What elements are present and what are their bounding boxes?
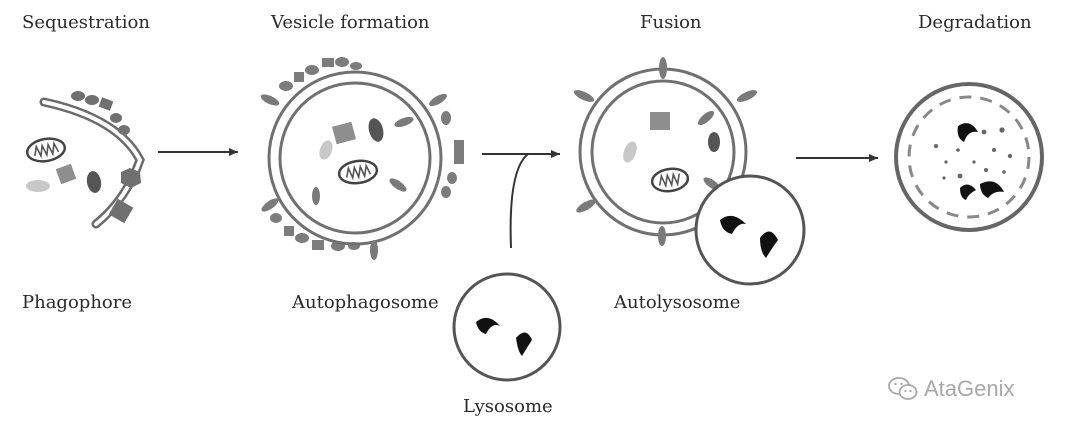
fused-lysosome — [694, 174, 806, 286]
hydrolase-enzyme — [760, 231, 778, 258]
cargo-square — [650, 112, 670, 130]
cargo-square — [332, 121, 356, 145]
caption-autophagosome: Autophagosome — [292, 292, 439, 313]
autophagosome — [260, 57, 464, 260]
degradation-debris — [934, 127, 1013, 180]
autophagosome-inner-membrane — [278, 81, 432, 235]
caption-phagophore: Phagophore — [22, 292, 133, 313]
phagophore — [25, 91, 145, 229]
mitochondrion — [337, 159, 379, 185]
hydrolase-enzyme — [957, 123, 978, 142]
hydrolase-enzyme — [516, 332, 532, 356]
autolysosome-inner-membrane — [590, 79, 736, 225]
lysosome — [452, 272, 562, 382]
caption-lysosome: Lysosome — [463, 396, 553, 417]
hydrolase-enzyme — [980, 181, 1004, 198]
stage-title-degradation: Degradation — [918, 12, 1032, 33]
autolysosome — [573, 57, 806, 286]
wechat-icon — [888, 377, 918, 400]
hydrolase-enzyme — [476, 317, 500, 334]
autophagosome-outer-membrane — [267, 70, 443, 246]
cargo-dark-oval — [708, 132, 720, 152]
watermark: AtaGenix — [888, 376, 1015, 402]
degradation-vesicle — [894, 82, 1044, 232]
hydrolase-enzyme — [720, 215, 746, 234]
cargo-dark-oval — [86, 171, 102, 193]
stage-title-fusion: Fusion — [640, 12, 702, 33]
stage-title-sequestration: Sequestration — [22, 12, 150, 33]
phagophore-cargo-dots — [71, 91, 141, 224]
cargo-ellipse — [319, 140, 333, 160]
hexagon-cargo — [121, 168, 141, 188]
mitochondrion — [650, 167, 690, 193]
autophagosome-spikes — [260, 93, 447, 260]
mitochondrion — [25, 137, 67, 163]
caption-autolysosome: Autolysosome — [614, 292, 741, 313]
autophagosome-outer-cargo — [270, 57, 464, 251]
cargo-dark-oval — [368, 118, 384, 142]
cargo-ellipse — [26, 180, 50, 192]
hydrolase-enzyme — [960, 184, 976, 200]
stage-title-vesicle-formation: Vesicle formation — [271, 12, 430, 33]
lysosome-branch-line — [509, 153, 529, 249]
watermark-text: AtaGenix — [924, 376, 1015, 401]
diamond-cargo — [108, 198, 134, 224]
cargo-ellipse — [623, 141, 637, 163]
cargo-square — [55, 163, 77, 185]
